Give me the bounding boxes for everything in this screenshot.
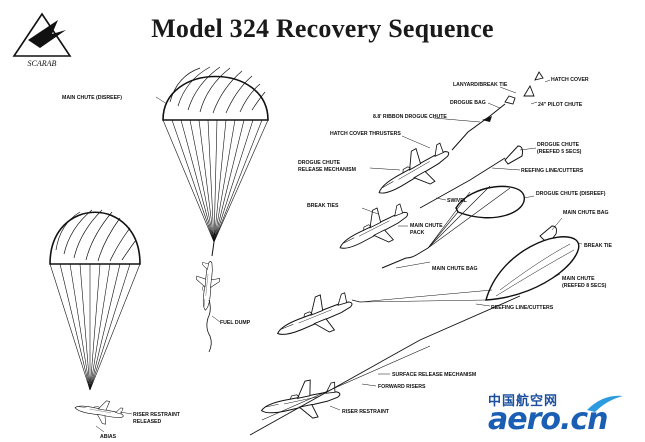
landing-chute-stage — [49, 209, 141, 433]
label-hatch-cover: HATCH COVER — [551, 77, 589, 83]
label-pilot-chute: 24" PILOT CHUTE — [538, 102, 583, 108]
label-forward-risers: FORWARD RISERS — [378, 384, 426, 390]
drogue-reefed-stage — [331, 145, 537, 264]
label-fuel-dump: FUEL DUMP — [220, 320, 251, 326]
label-drogue-chute-reefed-2: (REEFED 5 SECS) — [537, 149, 582, 155]
surface-release-stage — [249, 295, 521, 436]
scarab-logo: SCARAB — [12, 12, 72, 68]
label-main-chute-reefed-1: MAIN CHUTE — [562, 276, 595, 282]
label-surface-release: SURFACE RELEASE MECHANISM — [392, 372, 476, 378]
drogue-deploy-stage — [368, 71, 551, 209]
label-main-chute-reefed-2: (REEFED 8 SECS) — [562, 283, 607, 289]
label-ribbon-drogue: 8.8' RIBBON DROGUE CHUTE — [373, 114, 447, 120]
label-drogue-bag: DROGUE BAG — [450, 100, 486, 106]
watermark-swoosh-icon — [587, 395, 623, 412]
label-riser-restraint-released-2: RELEASED — [133, 419, 162, 425]
label-main-chute-pack-2: PACK — [410, 230, 425, 236]
watermark-cn: 中国航空网 — [488, 394, 559, 409]
label-break-tie: BREAK TIE — [584, 243, 612, 249]
main-reefed-stage — [269, 236, 580, 351]
label-drogue-chute-reefed-1: DROGUE CHUTE — [537, 142, 580, 148]
label-break-ties: BREAK TIES — [307, 203, 339, 209]
drogue-disreef-stage — [381, 185, 583, 269]
callout-labels: MAIN CHUTE (DISREEF) FUEL DUMP RISER RES… — [62, 77, 612, 440]
label-lanyard-break-tie: LANYARD/BREAK TIE — [453, 82, 508, 88]
label-hatch-cover-thrusters: HATCH COVER THRUSTERS — [330, 131, 401, 137]
label-reefing-line-cutters-1: REEFING LINE/CUTTERS — [521, 168, 584, 174]
main-chute-disreef-stage — [155, 66, 269, 353]
label-drogue-chute-disreef: DROGUE CHUTE (DISREEF) — [536, 191, 606, 197]
label-main-chute-pack-1: MAIN CHUTE — [410, 223, 443, 229]
label-main-chute-bag-2: MAIN CHUTE BAG — [563, 210, 609, 216]
label-riser-restraint: RISER RESTRAINT — [342, 409, 390, 415]
label-reefing-line-cutters-2: REEFING LINE/CUTTERS — [491, 305, 554, 311]
label-main-chute-disreef: MAIN CHUTE (DISREEF) — [62, 95, 122, 101]
page-title: Model 324 Recovery Sequence — [151, 14, 494, 43]
watermark-en: aero.cn — [488, 402, 609, 437]
label-drogue-release-1: DROGUE CHUTE — [298, 160, 341, 166]
label-abias: ABIAS — [100, 434, 117, 440]
label-main-chute-bag-1: MAIN CHUTE BAG — [432, 266, 478, 272]
logo-text: SCARAB — [28, 59, 57, 68]
label-drogue-release-2: RELEASE MECHANISM — [298, 167, 356, 173]
label-swivel: SWIVEL — [447, 198, 468, 204]
label-riser-restraint-released-1: RISER RESTRAINT — [133, 412, 181, 418]
